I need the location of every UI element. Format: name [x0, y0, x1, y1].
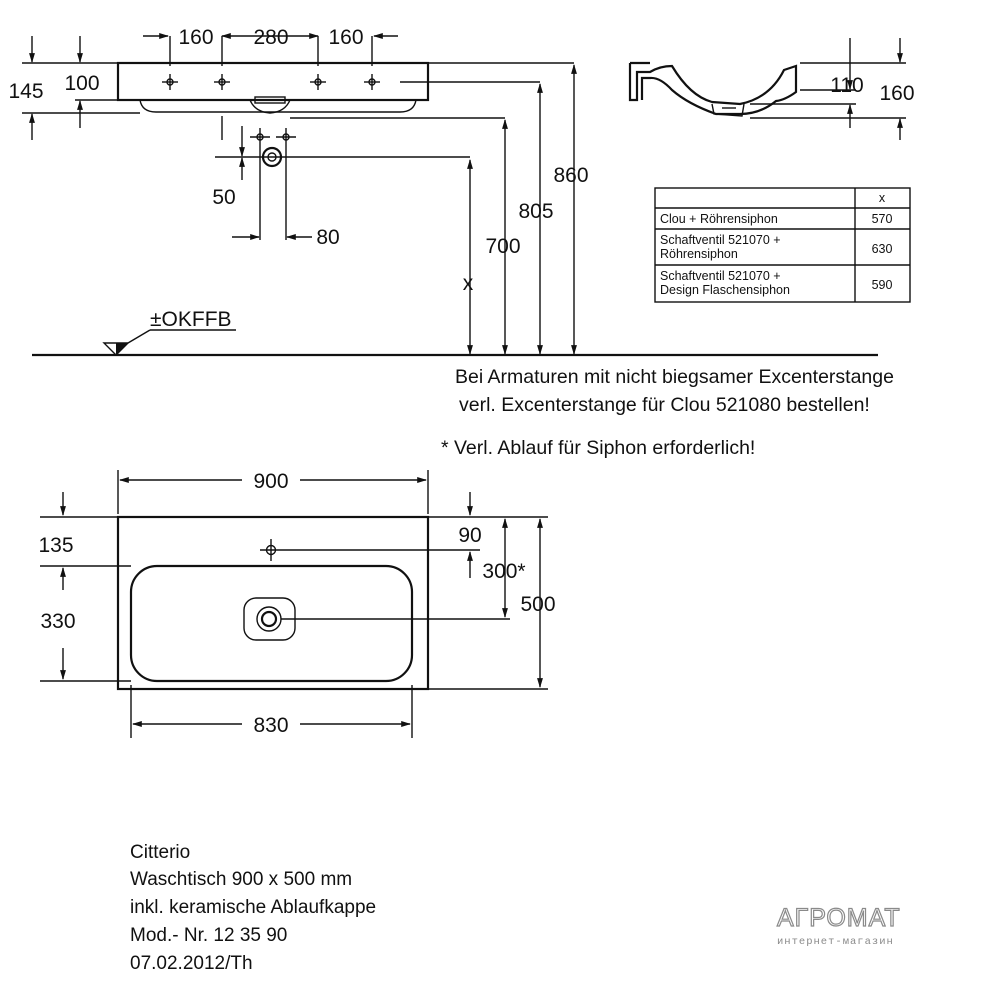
table-row-3-value: 590	[872, 278, 893, 292]
dim-135: 135	[38, 534, 73, 557]
dim-160-right: 160	[328, 26, 363, 49]
floor-height-dimensions: x 700 805 860	[290, 62, 589, 355]
dim-110: 110	[830, 74, 863, 97]
note-line-2: verl. Excenterstange für Clou 521080 bes…	[459, 394, 870, 416]
drain-bowl	[249, 99, 291, 114]
side-drain	[711, 103, 745, 117]
info-product: Waschtisch 900 x 500 mm	[130, 869, 352, 890]
basin-plan-outline	[116, 515, 430, 691]
plan-view: 900 830 135 330 90 300* 500	[38, 470, 556, 738]
dim-50: 50	[212, 186, 235, 209]
note-line-1: Bei Armaturen mit nicht biegsamer Excent…	[455, 366, 894, 388]
table-row-2-label-1: Schaftventil 521070 +	[660, 233, 781, 247]
plan-tap-hole	[260, 539, 282, 561]
left-height-dimensions: 145 100	[8, 36, 140, 140]
installation-notes: Bei Armaturen mit nicht biegsamer Excent…	[441, 366, 894, 459]
table-row-1-label: Clou + Röhrensiphon	[660, 212, 778, 226]
dim-900: 900	[253, 470, 288, 493]
agromat-watermark-logo: АГРОМАТ интернет-магазин	[776, 903, 901, 948]
product-info-block: Citterio Waschtisch 900 x 500 mm inkl. k…	[130, 842, 376, 974]
siphon-height-table: x Clou + Röhrensiphon 570 Schaftventil 5…	[654, 187, 911, 303]
info-feature: inkl. keramische Ablaufkappe	[130, 897, 376, 918]
watermark-brand: АГРОМАТ	[777, 904, 901, 932]
dim-330: 330	[40, 610, 75, 633]
side-section-view: 110 160	[628, 38, 915, 140]
info-date: 07.02.2012/Th	[130, 953, 253, 974]
table-row-2-value: 630	[872, 242, 893, 256]
basin-underside	[139, 99, 417, 113]
dim-160-left: 160	[178, 26, 213, 49]
note-line-3: * Verl. Ablauf für Siphon erforderlich!	[441, 437, 755, 459]
front-elevation-view: 160 280 160 145 100	[8, 26, 878, 357]
siphon-connection: 50 80	[212, 116, 470, 249]
dim-700: 700	[485, 235, 520, 258]
floor-level-marker: ±OKFFB	[102, 308, 236, 356]
table-row-3-label-1: Schaftventil 521070 +	[660, 269, 781, 283]
dim-830: 830	[253, 714, 288, 737]
dim-860: 860	[553, 164, 588, 187]
dim-145: 145	[8, 80, 43, 103]
plan-drain	[243, 597, 510, 641]
dim-80: 80	[316, 226, 339, 249]
dim-160-side: 160	[879, 82, 914, 105]
table-header-x: x	[879, 191, 886, 205]
tap-hole-markers	[162, 74, 380, 90]
table-row-2-label-2: Röhrensiphon	[660, 247, 738, 261]
info-model: Mod.- Nr. 12 35 90	[130, 925, 287, 946]
dim-300: 300*	[482, 560, 525, 583]
dim-90: 90	[458, 524, 481, 547]
info-series: Citterio	[130, 842, 190, 863]
basin-side-profile	[628, 63, 798, 116]
tap-spacing-dimension: 160 280 160	[143, 26, 398, 66]
dim-805: 805	[518, 200, 553, 223]
dim-280: 280	[253, 26, 288, 49]
floor-label: ±OKFFB	[150, 308, 232, 331]
bowl-outline	[129, 564, 414, 683]
dim-x: x	[463, 272, 474, 295]
dim-500: 500	[520, 593, 555, 616]
table-row-1-value: 570	[872, 212, 893, 226]
table-row-3-label-2: Design Flaschensiphon	[660, 283, 790, 297]
watermark-tagline: интернет-магазин	[777, 936, 894, 948]
dim-100: 100	[64, 72, 99, 95]
overflow-slot	[254, 96, 286, 104]
